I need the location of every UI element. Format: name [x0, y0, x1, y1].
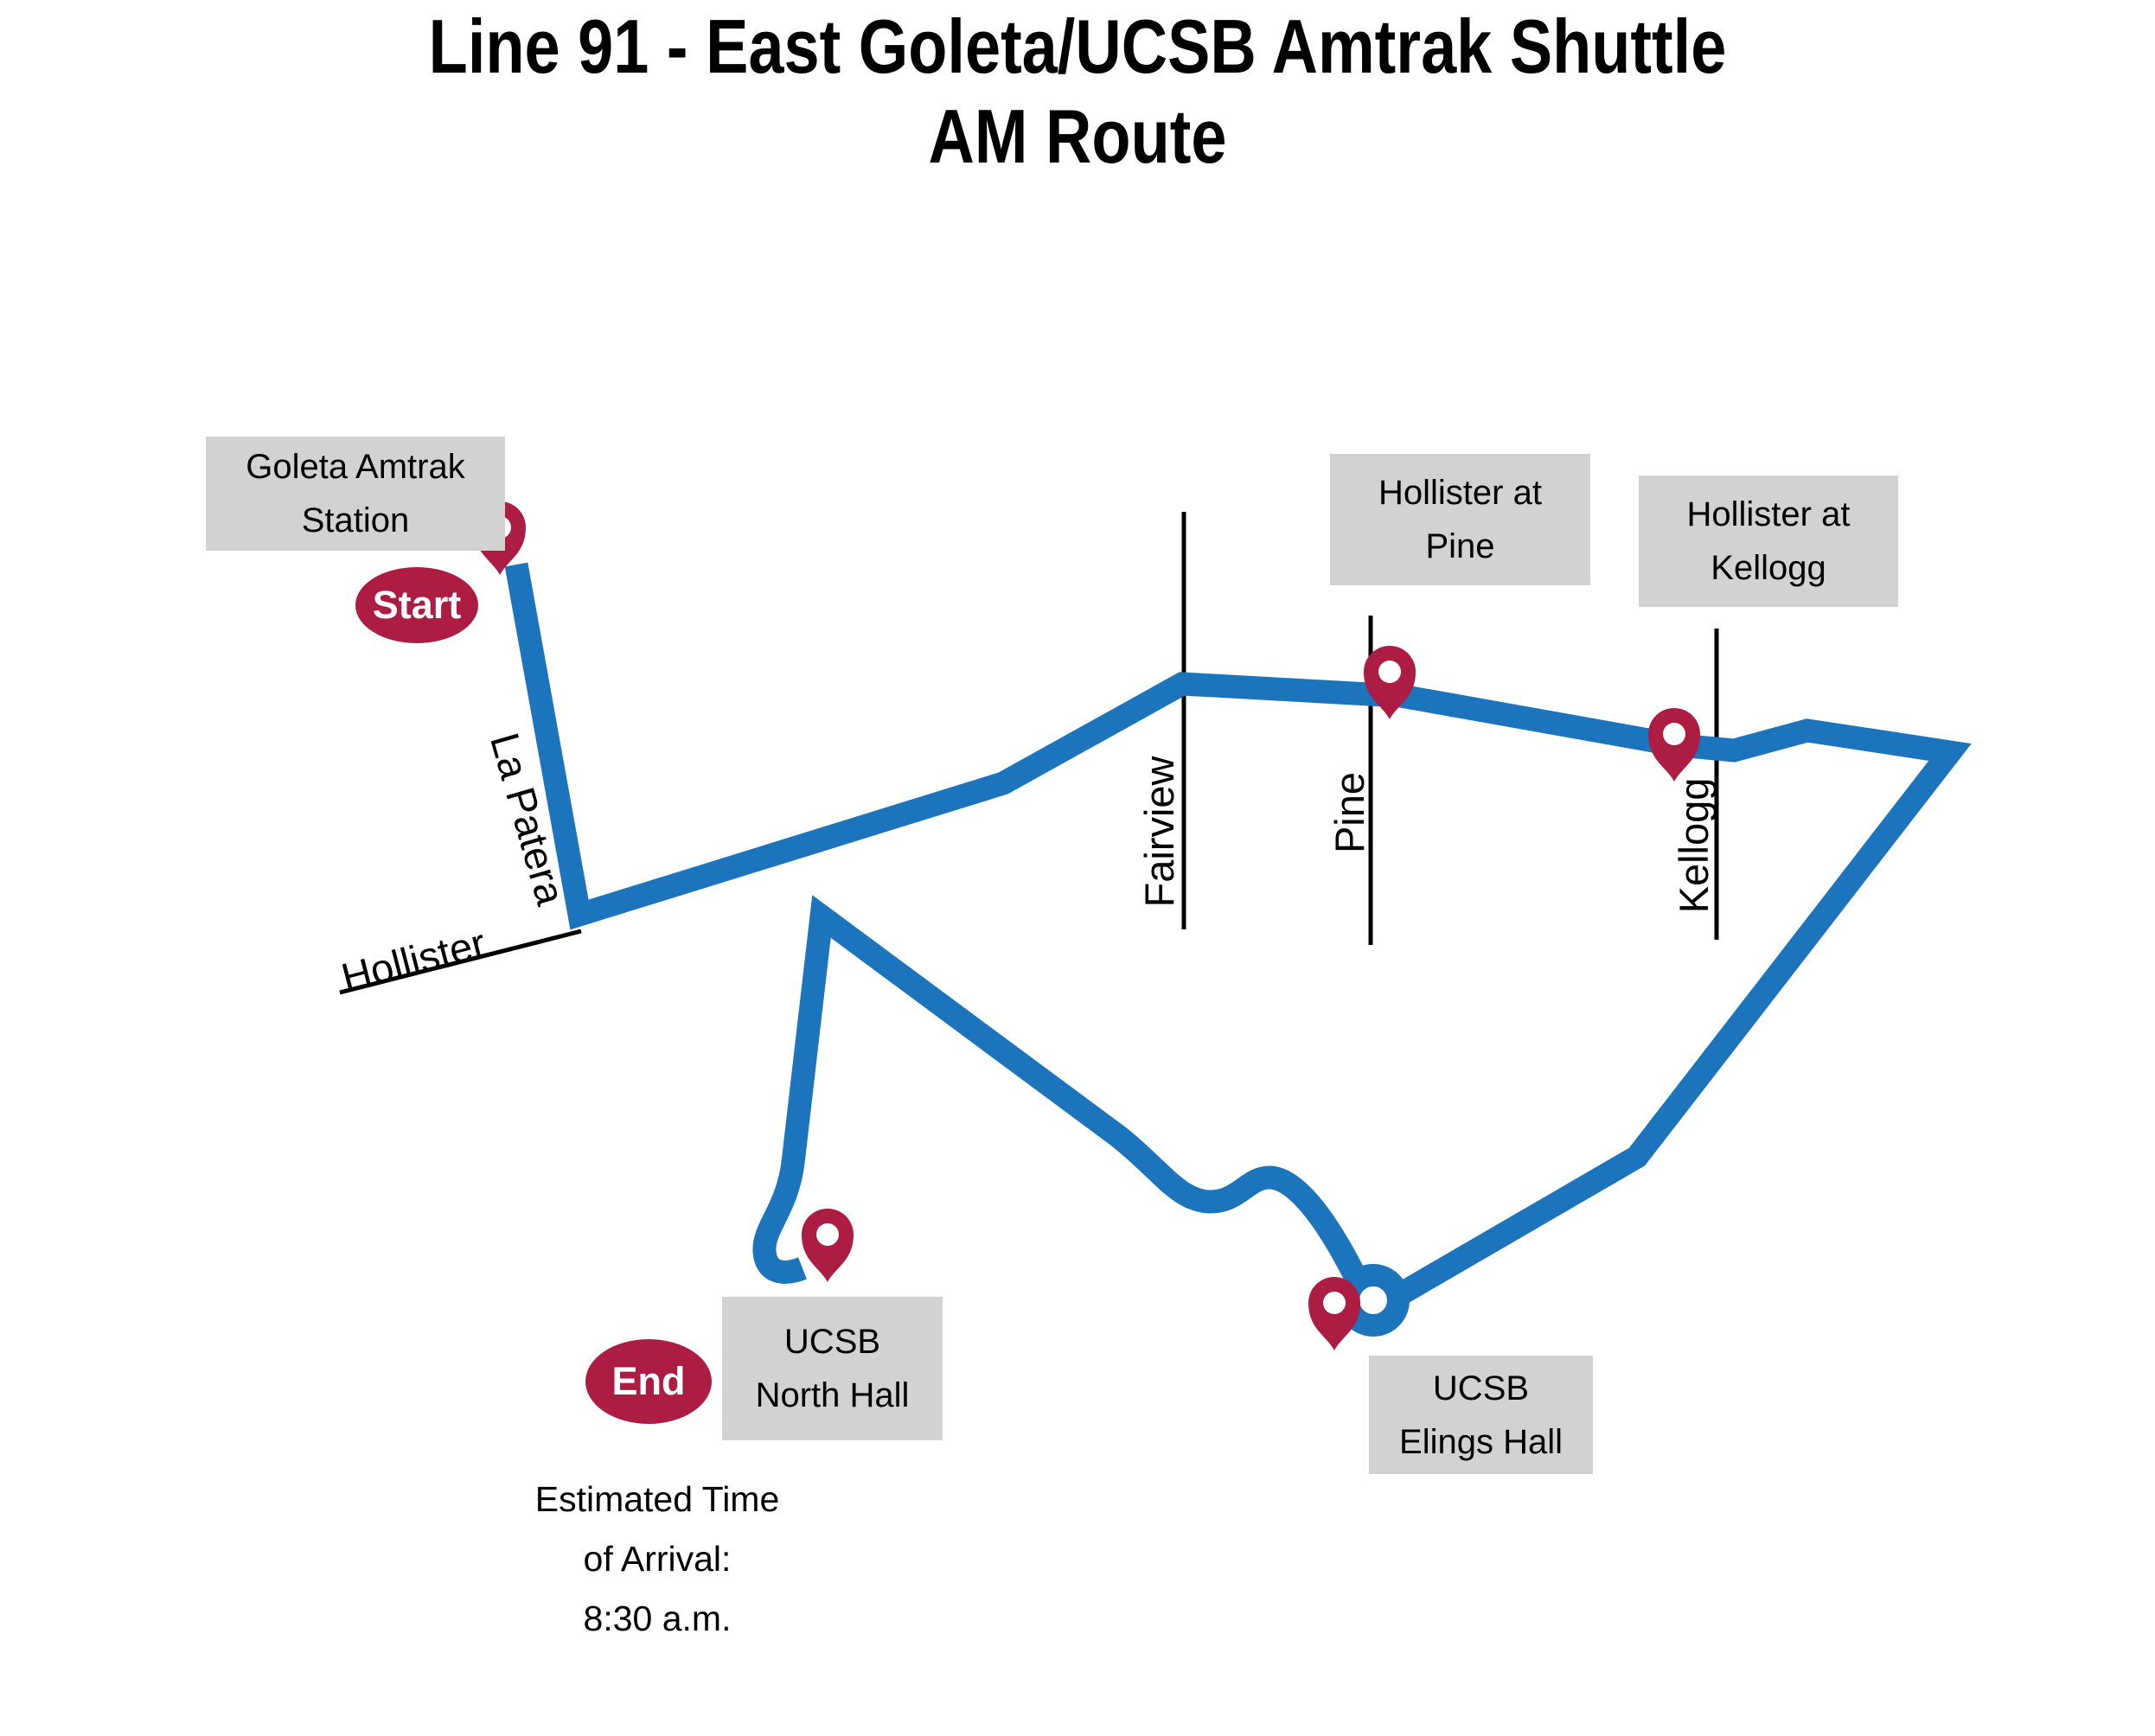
end-badge: End — [585, 1339, 712, 1424]
stop-label-goleta-amtrak: Goleta Amtrak Station — [206, 437, 505, 551]
stop-label-line: UCSB — [1432, 1369, 1530, 1407]
eta-line-1: Estimated Time — [534, 1479, 780, 1519]
hollister-street-line — [339, 929, 582, 995]
pin-hollister-at-kellogg-icon — [1648, 708, 1700, 782]
stop-label-ucsb-elings-hall: UCSB Elings Hall — [1369, 1356, 1593, 1474]
eta-text: Estimated Time of Arrival: 8:30 a.m. — [484, 1470, 830, 1649]
page-title: Line 91 - East Goleta/UCSB Amtrak Shuttl… — [0, 2, 2155, 182]
stop-label-line: Hollister at — [1378, 474, 1542, 512]
stop-label-hollister-at-kellogg: Hollister at Kellogg — [1639, 475, 1898, 607]
title-line-1: Line 91 - East Goleta/UCSB Amtrak Shuttl… — [428, 3, 1727, 89]
eta-line-3: 8:30 a.m. — [583, 1599, 732, 1638]
eta-line-2: of Arrival: — [583, 1539, 732, 1579]
stop-label-line: Station — [301, 501, 410, 539]
street-label-fairview: Fairview — [1135, 756, 1182, 908]
stop-label-line: Hollister at — [1686, 495, 1851, 533]
stop-label-line: Elings Hall — [1399, 1422, 1563, 1461]
street-label-kellogg: Kellogg — [1670, 777, 1717, 914]
stop-label-hollister-at-pine: Hollister at Pine — [1330, 454, 1590, 585]
route-line-northhall-branch — [752, 895, 1369, 1286]
stop-label-line: North Hall — [755, 1376, 910, 1414]
stop-label-line: Goleta Amtrak — [246, 448, 465, 486]
start-badge: Start — [355, 567, 478, 643]
stop-label-line: Kellogg — [1711, 549, 1826, 587]
stop-label-line: Pine — [1425, 527, 1495, 565]
pin-ucsb-north-hall-icon — [802, 1209, 854, 1282]
stop-label-line: UCSB — [783, 1323, 881, 1361]
street-label-pine: Pine — [1326, 771, 1372, 854]
stop-label-ucsb-north-hall: UCSB North Hall — [722, 1297, 943, 1440]
title-line-2: AM Route — [928, 93, 1227, 179]
pin-ucsb-elings-hall-icon — [1308, 1277, 1360, 1350]
pin-hollister-at-pine-icon — [1364, 646, 1416, 719]
